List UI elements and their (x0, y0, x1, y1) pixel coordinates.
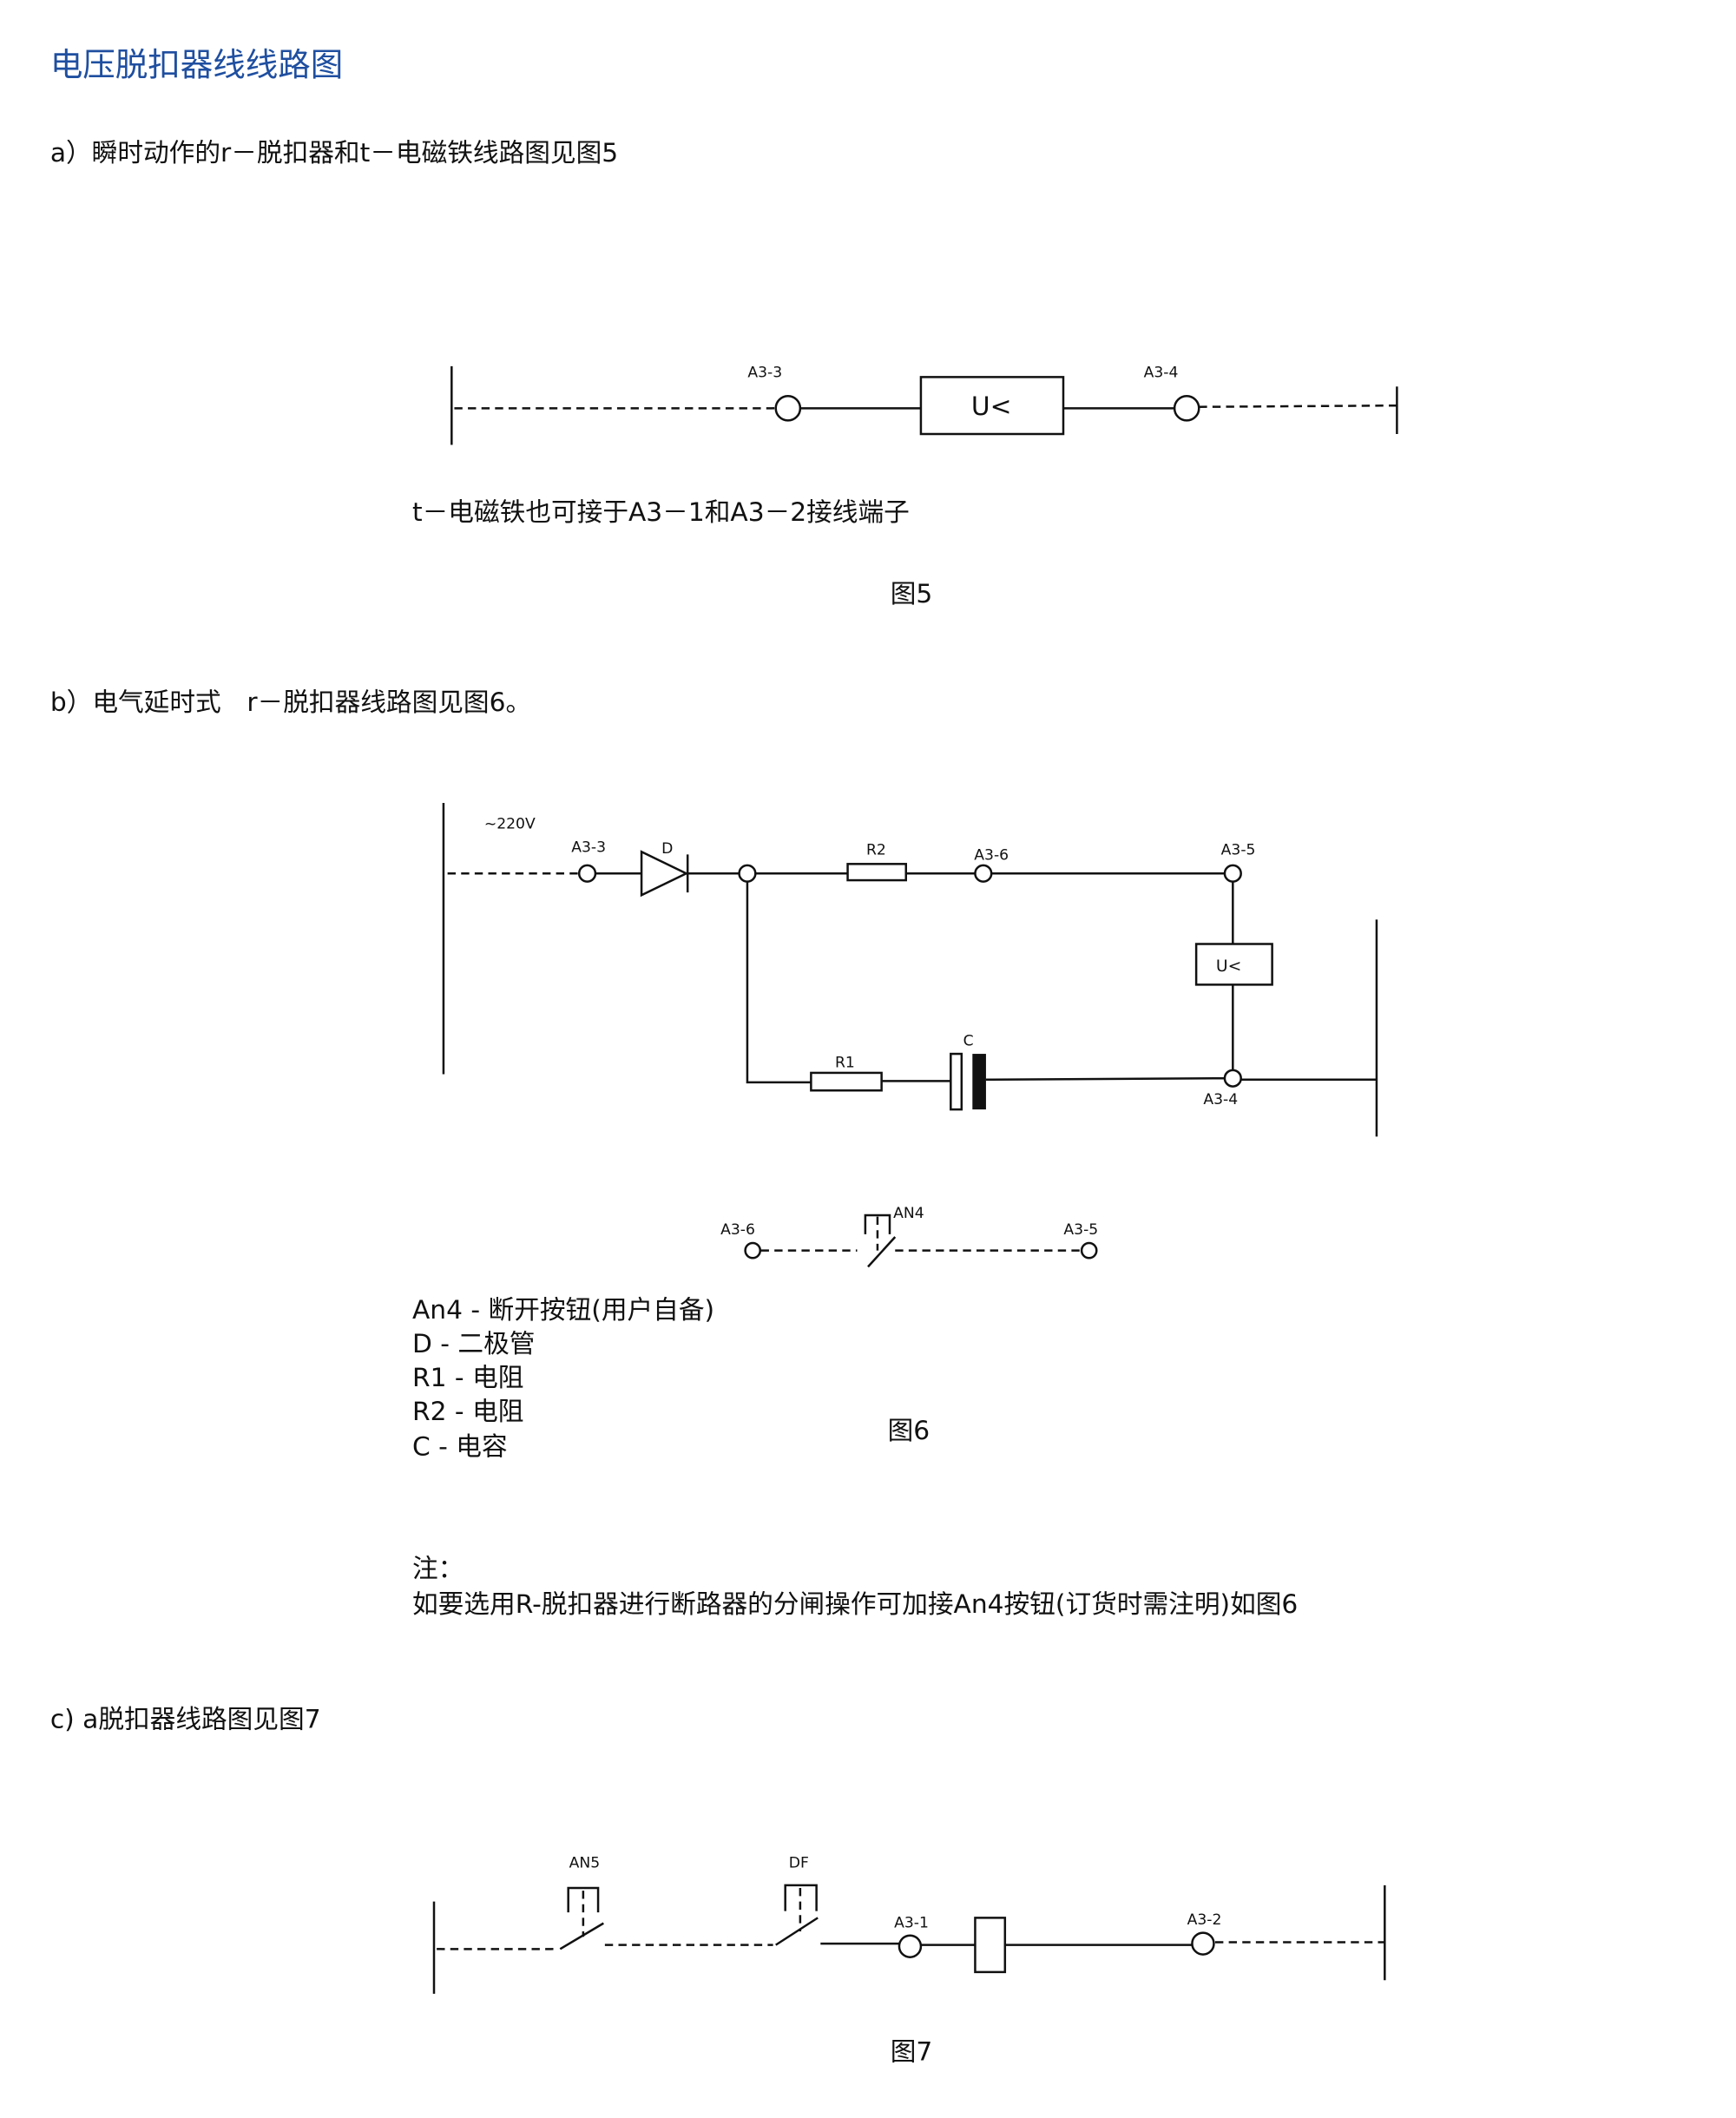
legend-item: An4 - 断开按钮(用户自备) (412, 1294, 714, 1325)
capacitor-label: C (963, 1033, 974, 1050)
legend-item: C - 电容 (412, 1431, 508, 1462)
capacitor-plate (972, 1054, 986, 1110)
switch-blade (867, 1236, 897, 1268)
switch-label: AN5 (569, 1855, 601, 1872)
coil-label: U< (1216, 957, 1241, 976)
coil-label: U< (971, 391, 1012, 421)
terminal-node (774, 395, 802, 422)
switch-label: AN4 (893, 1205, 924, 1222)
terminal-node (1223, 864, 1242, 883)
figure-7-circuit: AN5 DF A3-1 A3-2 (432, 1855, 1386, 1994)
terminal-label: A3-4 (1144, 364, 1179, 381)
terminal-node (744, 1241, 762, 1260)
wire (985, 1076, 1225, 1081)
legend-item: D - 二极管 (412, 1328, 535, 1358)
terminal-node (1223, 1069, 1242, 1088)
page-title: 电压脱扣器线线路图 (50, 46, 344, 84)
legend-item: R1 - 电阻 (412, 1362, 523, 1392)
push-button-icon (864, 1214, 891, 1234)
note-title: 注： (412, 1553, 464, 1583)
diode-label: D (661, 840, 673, 858)
an4-switch-circuit: A3-6 AN4 A3-5 (720, 1205, 1098, 1268)
terminal-node (577, 864, 597, 883)
push-button-icon (784, 1884, 818, 1911)
terminal-node (1191, 1931, 1215, 1956)
switch-label: DF (789, 1855, 809, 1872)
terminal-label: A3-1 (894, 1914, 929, 1931)
terminal-node (1080, 1241, 1098, 1260)
terminal-node (1173, 395, 1200, 422)
coil (974, 1917, 1007, 1974)
terminal-label: A3-5 (1063, 1221, 1098, 1239)
terminal-node (898, 1934, 923, 1958)
switch-blade (775, 1917, 819, 1946)
figure-5-circuit: U< A3-3 A3-4 (450, 364, 1398, 445)
terminal-label: A3-3 (571, 839, 606, 856)
section-c-heading: c) a脱扣器线路图见图7 (50, 1704, 321, 1734)
dashed-wire (1199, 404, 1397, 408)
legend-item: R2 - 电阻 (412, 1396, 523, 1426)
section-a-heading: a）瞬时动作的r－脱扣器和t－电磁铁线路图见图5 (50, 137, 618, 168)
figure-5-note: t－电磁铁也可接于A3－1和A3－2接线端子 (412, 497, 910, 527)
undervoltage-coil (1194, 943, 1273, 986)
undervoltage-coil (919, 376, 1065, 436)
note-text: 如要选用R-脱扣器进行断路器的分闸操作可加接An4按钮(订货时需注明)如图6 (412, 1588, 1298, 1619)
resistor-r2 (846, 863, 907, 882)
terminal-label: A3-6 (720, 1221, 755, 1239)
terminal-node (974, 864, 993, 883)
figure-5-caption: 图5 (891, 578, 933, 608)
figure-6-circuit: ~220V A3-3 D R2 A3-6 A3-5 U< A3-4 R1 C (442, 803, 1378, 1137)
terminal-label: A3-5 (1221, 841, 1256, 858)
push-button-icon (567, 1886, 600, 1913)
supply-label: ~220V (484, 816, 536, 833)
capacitor-plate (950, 1052, 963, 1111)
wire (746, 881, 812, 1084)
figure-7-caption: 图7 (891, 2036, 933, 2066)
section-b-heading: b）电气延时式 r－脱扣器线路图见图6。 (50, 687, 531, 717)
resistor-label: R2 (866, 841, 886, 858)
figure-6-caption: 图6 (888, 1415, 930, 1445)
resistor-label: R1 (835, 1055, 855, 1072)
figure-6-legend: An4 - 断开按钮(用户自备) D - 二极管 R1 - 电阻 R2 - 电阻… (412, 1294, 714, 1462)
terminal-label: A3-2 (1187, 1911, 1222, 1929)
terminal-label: A3-6 (974, 847, 1009, 865)
resistor-r1 (810, 1071, 883, 1092)
switch-blade (559, 1922, 604, 1950)
terminal-label: A3-3 (747, 364, 782, 381)
terminal-label: A3-4 (1203, 1091, 1238, 1108)
junction-node (738, 864, 757, 883)
diode-icon (640, 850, 689, 898)
